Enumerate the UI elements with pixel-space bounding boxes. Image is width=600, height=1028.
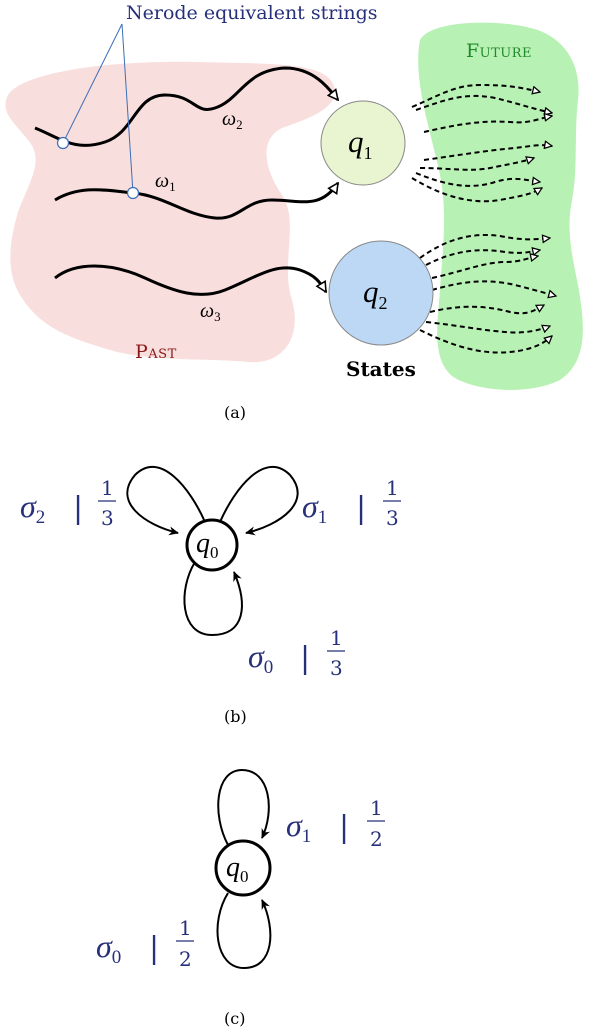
state-q0-b: [185, 518, 239, 572]
svg-text:1: 1: [101, 476, 114, 500]
loop-sigma0-c: [216, 892, 272, 970]
annotation-label: Nerode equivalent strings: [126, 2, 378, 24]
string-omega3: [54, 264, 328, 296]
loop-sigma1: [219, 466, 299, 536]
string-label-omega1: ω1: [155, 170, 176, 194]
annotation-point-1: [56, 136, 70, 150]
annotation-point-2: [126, 186, 140, 200]
past-label: Past: [135, 341, 177, 363]
svg-text:|: |: [73, 491, 83, 526]
past-region: [5, 61, 335, 363]
svg-text:σ0: σ0: [96, 928, 121, 968]
label-sigma0-b: σ0 | 1 3: [248, 626, 345, 680]
svg-text:1: 1: [386, 476, 399, 500]
panel-c: q0 σ1 | 1 2 σ0 | 1 2 (c): [96, 768, 385, 1028]
svg-text:2: 2: [179, 947, 192, 971]
svg-text:|: |: [356, 491, 366, 526]
svg-text:σ1: σ1: [286, 807, 311, 847]
svg-text:3: 3: [386, 506, 399, 530]
label-sigma0-c: σ0 | 1 2: [96, 916, 194, 971]
state-q0-c: [214, 839, 272, 897]
svg-text:2: 2: [370, 827, 383, 851]
panel-b: q0 σ2 | 1 3 σ1 | 1 3 σ0 | 1 3 (b): [20, 466, 401, 726]
loop-sigma2: [126, 466, 206, 536]
state-q2-label: q2: [363, 274, 388, 313]
caption-a: (a): [224, 403, 246, 422]
loop-sigma0: [183, 561, 243, 637]
future-arrows-q2: [419, 234, 556, 354]
svg-text:1: 1: [330, 626, 343, 650]
label-sigma1-c: σ1 | 1 2: [286, 796, 385, 851]
state-q1: [320, 100, 406, 186]
string-omega2: [34, 66, 340, 147]
caption-b: (b): [224, 707, 247, 726]
annotation-line-1: [62, 23, 123, 144]
svg-text:|: |: [149, 931, 159, 966]
svg-text:σ0: σ0: [248, 638, 273, 678]
panel-a: Past Future Nerode equivalent strings ω2…: [5, 2, 583, 422]
future-label: Future: [466, 40, 532, 62]
svg-text:3: 3: [101, 506, 114, 530]
future-arrows-q1: [411, 83, 552, 203]
svg-text:|: |: [300, 641, 310, 676]
label-sigma2: σ2 | 1 3: [20, 476, 116, 530]
string-label-omega3: ω3: [200, 300, 221, 324]
state-q0-c-label: q0: [226, 852, 249, 886]
state-q1-label: q1: [348, 124, 373, 163]
label-sigma1: σ1 | 1 3: [302, 476, 401, 530]
svg-text:3: 3: [330, 656, 343, 680]
state-q2: [328, 240, 434, 346]
string-label-omega2: ω2: [222, 108, 243, 132]
svg-text:|: |: [339, 810, 349, 845]
svg-text:1: 1: [179, 916, 192, 940]
future-region: [418, 22, 583, 390]
string-omega1: [54, 183, 340, 220]
svg-text:σ1: σ1: [302, 488, 327, 528]
state-q0-b-label: q0: [196, 528, 219, 562]
states-label: States: [346, 357, 416, 381]
loop-sigma1-c: [217, 768, 270, 846]
caption-c: (c): [224, 1009, 245, 1028]
svg-text:1: 1: [370, 796, 383, 820]
annotation-line-2: [121, 23, 134, 194]
svg-text:σ2: σ2: [20, 488, 45, 528]
